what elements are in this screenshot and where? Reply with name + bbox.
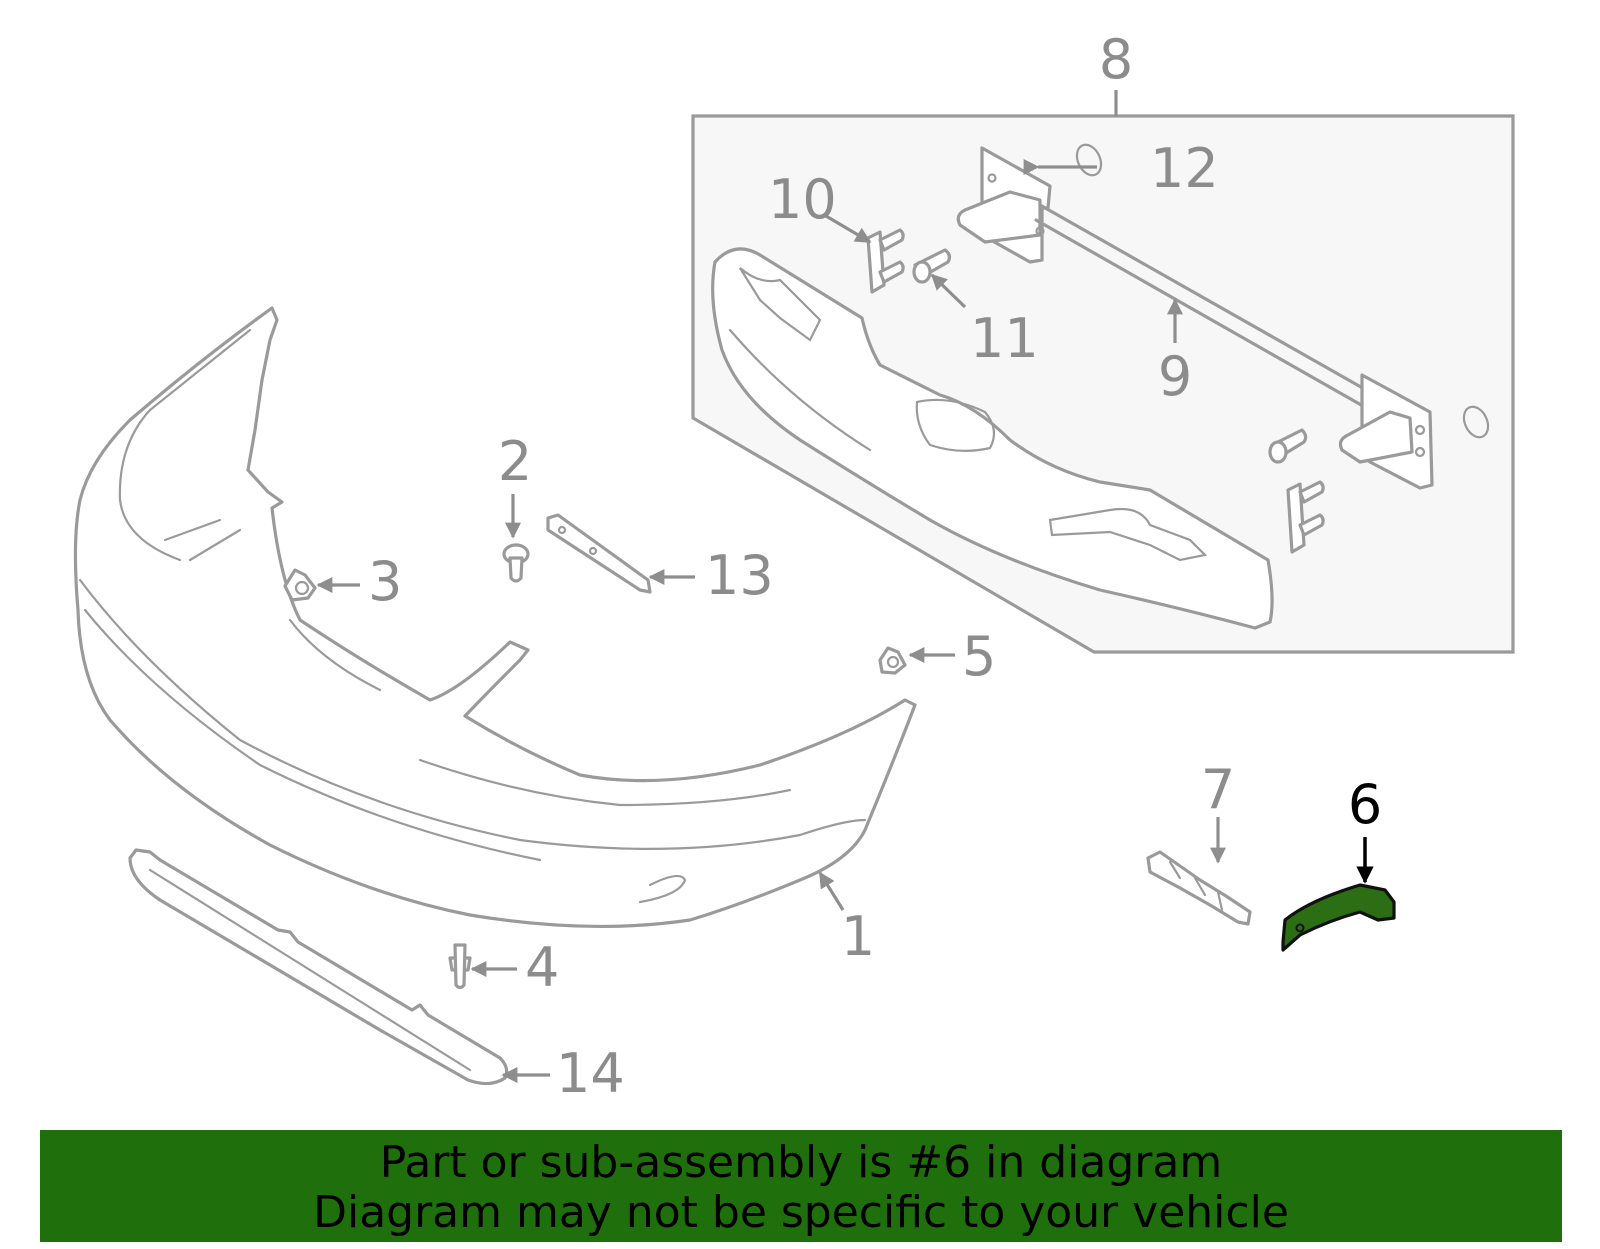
callout-8: 8 <box>1099 28 1133 91</box>
bumper-cover <box>73 306 917 928</box>
reinforcement-bar <box>956 146 1434 490</box>
bracket-6-highlighted[interactable] <box>1281 883 1396 952</box>
bracket-7 <box>1146 850 1252 926</box>
reinforcement-assembly-box <box>691 90 1515 654</box>
callout-6: 6 <box>1348 773 1382 836</box>
callout-1: 1 <box>841 905 875 968</box>
callout-3: 3 <box>368 550 402 613</box>
callout-9: 9 <box>1158 345 1192 408</box>
callout-10: 10 <box>768 168 837 231</box>
grommet-top <box>1075 143 1103 177</box>
banner-line-2: Diagram may not be specific to your vehi… <box>313 1187 1289 1238</box>
grommet-right <box>1462 405 1490 439</box>
clip-5 <box>878 646 907 675</box>
retainer-13 <box>546 513 652 594</box>
leader-11 <box>930 273 967 309</box>
stud-bracket-left <box>866 228 905 294</box>
stud-bracket-right <box>1286 480 1325 554</box>
leader-10 <box>825 214 872 244</box>
callout-2: 2 <box>498 430 532 493</box>
banner-line-1: Part or sub-assembly is #6 in diagram <box>379 1137 1223 1188</box>
bolt-right <box>1268 428 1308 464</box>
callout-7: 7 <box>1201 758 1235 821</box>
callout-14: 14 <box>556 1042 625 1105</box>
callout-5: 5 <box>962 625 996 688</box>
clip-3 <box>283 568 317 602</box>
callout-12: 12 <box>1150 137 1219 200</box>
callout-4: 4 <box>525 936 559 999</box>
callout-11: 11 <box>970 307 1039 370</box>
bolt-left <box>912 248 952 284</box>
leader-1 <box>818 871 845 911</box>
impact-absorber <box>711 247 1274 630</box>
info-banner: Part or sub-assembly is #6 in diagram Di… <box>40 1130 1562 1242</box>
push-pin-2 <box>502 543 530 583</box>
push-pin-4 <box>448 943 472 990</box>
callout-13: 13 <box>705 544 774 607</box>
